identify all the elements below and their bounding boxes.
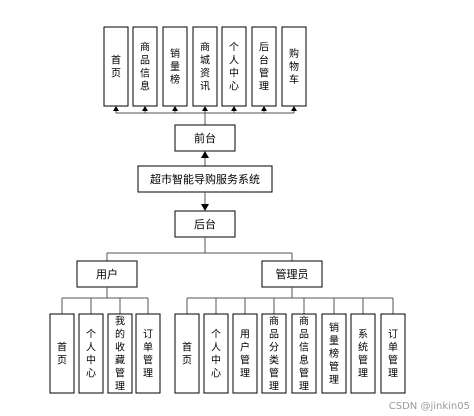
up-arrow-icon [291, 106, 297, 111]
frontend-module-label: 后台管理 [259, 42, 269, 93]
user-module-connectors [61, 287, 149, 314]
admin-module-4: 商品信息管理 [291, 313, 317, 394]
up-arrow-icon [261, 106, 267, 111]
frontend-module-0: 首页 [103, 26, 129, 113]
system-title: 超市智能导购服务系统 [150, 172, 260, 186]
admin-module-label: 系统管理 [358, 329, 368, 380]
up-arrow-icon [231, 106, 237, 111]
user-role-label: 用户 [96, 267, 118, 281]
admin-module-label: 商品分类管理 [269, 315, 279, 393]
admin-modules: 首页 个人中心 用户管理 商品分类管理 商品信息管理 销量榜管理 系统管理 订单管理 [174, 313, 406, 394]
admin-module-label: 首页 [182, 341, 192, 367]
frontend-module-5: 后台管理 [251, 26, 277, 113]
up-arrow-icon [172, 106, 178, 111]
admin-module-connectors [186, 287, 394, 314]
user-module-label: 我的收藏管理 [115, 316, 125, 393]
frontend-module-6: 购物车 [281, 26, 307, 113]
admin-module-label: 个人中心 [211, 329, 221, 380]
backend-branch-connectors [106, 237, 293, 261]
admin-module-label: 商品信息管理 [299, 315, 309, 393]
admin-role-node: 管理员 [261, 260, 323, 288]
frontend-module-label: 商城资讯 [200, 41, 210, 93]
user-module-0: 首页 [49, 313, 75, 394]
system-node: 超市智能导购服务系统 [137, 165, 273, 193]
admin-module-0: 首页 [174, 313, 200, 394]
user-role-node: 用户 [76, 260, 138, 288]
user-module-label: 首页 [57, 341, 67, 367]
frontend-node: 前台 [174, 124, 236, 152]
arrow-system-to-frontend [201, 151, 209, 166]
frontend-module-label: 个人中心 [229, 42, 239, 93]
frontend-modules: 首页 商品信息 销量榜 商城资讯 个人中心 后台管理 购物车 [103, 26, 307, 113]
arrow-system-to-backend [201, 192, 209, 211]
backend-node: 后台 [174, 210, 236, 238]
up-arrow-icon [142, 106, 148, 111]
admin-role-label: 管理员 [276, 267, 309, 281]
admin-module-label: 订单管理 [388, 329, 398, 380]
admin-module-3: 商品分类管理 [261, 313, 287, 394]
admin-module-7: 订单管理 [380, 313, 406, 394]
frontend-label: 前台 [194, 131, 216, 145]
frontend-module-label: 购物车 [289, 47, 299, 86]
user-module-label: 订单管理 [143, 329, 153, 380]
admin-module-1: 个人中心 [203, 313, 229, 394]
frontend-module-2: 销量榜 [162, 26, 188, 113]
admin-module-2: 用户管理 [232, 313, 258, 394]
admin-module-5: 销量榜管理 [321, 313, 347, 394]
frontend-module-1: 商品信息 [132, 26, 158, 113]
admin-module-label: 用户管理 [240, 330, 250, 380]
frontend-module-label: 销量榜 [170, 47, 180, 86]
user-module-1: 个人中心 [78, 313, 104, 394]
user-modules: 首页 个人中心 我的收藏管理 订单管理 [49, 313, 161, 394]
frontend-module-4: 个人中心 [221, 26, 247, 113]
up-arrow-icon [202, 106, 208, 111]
up-arrow-icon [113, 106, 119, 111]
admin-module-label: 销量榜管理 [329, 321, 339, 386]
backend-label: 后台 [194, 217, 216, 231]
frontend-module-label: 商品信息 [140, 41, 150, 93]
user-module-2: 我的收藏管理 [107, 313, 133, 394]
admin-module-6: 系统管理 [350, 313, 376, 394]
frontend-module-label: 首页 [111, 54, 121, 80]
user-module-label: 个人中心 [86, 329, 96, 380]
user-module-3: 订单管理 [135, 313, 161, 394]
frontend-connectors [116, 112, 294, 125]
frontend-module-3: 商城资讯 [192, 26, 218, 113]
watermark-text: CSDN @jinkin05 [389, 401, 470, 412]
